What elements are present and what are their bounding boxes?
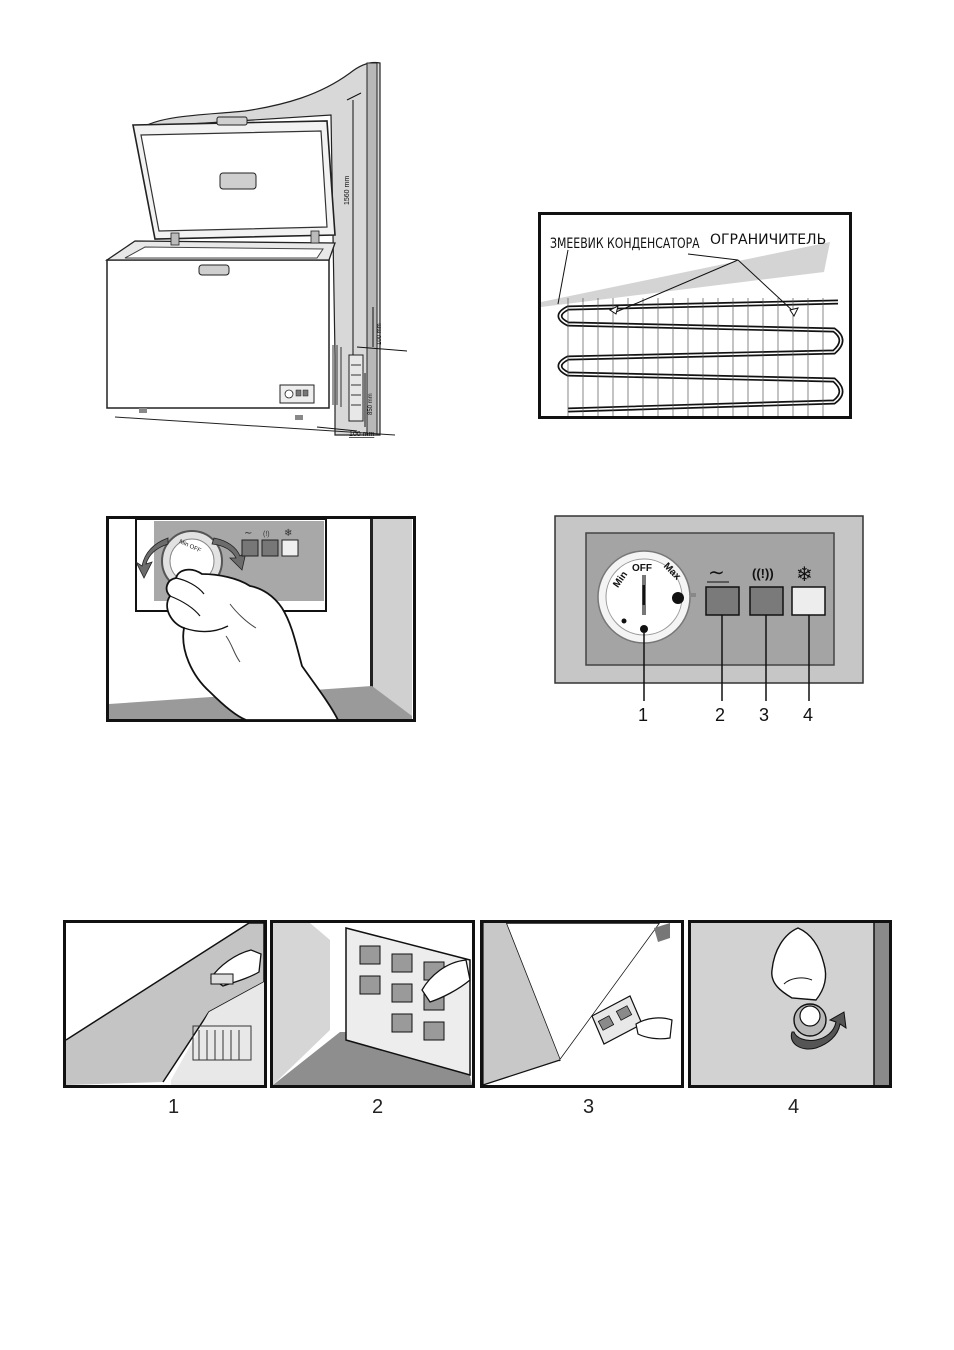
defrost-step-label-3: 3	[583, 1096, 594, 1119]
alarm-indicator	[750, 587, 783, 615]
dial-off-label: OFF	[632, 563, 652, 574]
defrost-step-3	[480, 920, 684, 1088]
defrost-step-label-1: 1	[168, 1096, 179, 1119]
defrost-step-label-4: 4	[788, 1096, 799, 1119]
callout-2: 2	[715, 705, 725, 725]
hand-knob-figure: Min OFF ∼ (!) ❄	[106, 516, 416, 722]
power-wave-icon: ∼	[708, 562, 725, 584]
dim-bottom-clearance-label: 100 mm	[349, 431, 374, 438]
snowflake-icon: ❄	[796, 564, 813, 586]
power-indicator	[706, 587, 739, 615]
control-panel-figure: Min OFF Max ∼ ((!)) ❄ 1 2 3 4	[554, 515, 866, 730]
hand-indicator-3	[282, 540, 298, 556]
callout-3: 3	[759, 705, 769, 725]
hand-snowflake-icon: ❄	[284, 528, 292, 539]
freezer-handle	[199, 265, 229, 275]
callout-1: 1	[638, 705, 648, 725]
hand-indicator-2	[262, 540, 278, 556]
svg-text:∼: ∼	[244, 528, 252, 539]
callout-4: 4	[803, 705, 813, 725]
defrost-step-label-2: 2	[372, 1096, 383, 1119]
dim-top-clearance-label: 100 mm	[377, 323, 383, 345]
installation-figure: 1560 mm 100 mm 850 mm 100 mm	[95, 55, 415, 450]
limiter-label: ОГРАНИЧИТЕЛЬ	[710, 232, 826, 248]
condenser-coil-label: ЗМЕЕВИК КОНДЕНСАТОРА	[550, 235, 700, 252]
defrost-step-2	[270, 920, 475, 1088]
alarm-icon: ((!))	[752, 566, 774, 581]
dim-height-label: 1560 mm	[344, 176, 351, 205]
condenser-figure: ЗМЕЕВИК КОНДЕНСАТОРА ОГРАНИЧИТЕЛЬ	[538, 212, 852, 422]
fast-freeze-indicator	[792, 587, 825, 615]
hand-indicator-1	[242, 540, 258, 556]
dim-back-height-label: 850 mm	[368, 393, 374, 415]
defrost-step-1	[63, 920, 267, 1088]
defrost-step-4	[688, 920, 892, 1088]
svg-text:(!): (!)	[263, 531, 270, 538]
